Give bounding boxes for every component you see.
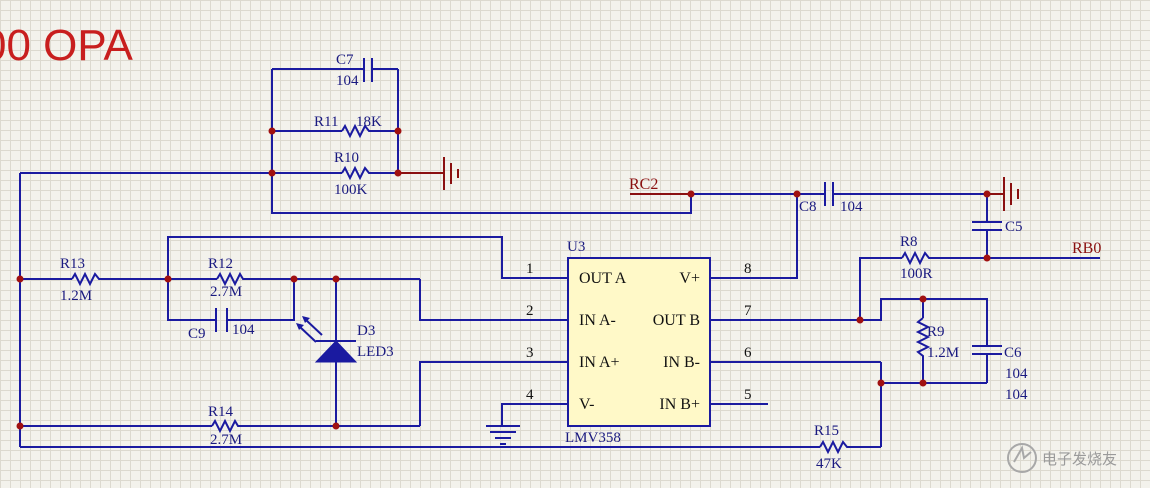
net-label-rb0: RB0 (1072, 240, 1101, 257)
r15-value: 47K (816, 456, 842, 472)
r10-ref: R10 (334, 150, 359, 166)
c9-value: 104 (232, 322, 255, 338)
c8-ref: C8 (799, 199, 817, 215)
resistor-r11[interactable]: R11 18K (314, 114, 382, 139)
capacitor-c6[interactable]: C6 104 104 (972, 345, 1028, 403)
c9-ref: C9 (188, 326, 206, 342)
net-label-rc2: RC2 (629, 176, 658, 193)
r8-ref: R8 (900, 234, 918, 250)
ground-symbol-3 (1003, 177, 1019, 211)
pin-name: OUT B (653, 312, 700, 329)
ground-symbol-2 (486, 425, 520, 445)
resistor-r8[interactable]: R8 100R (900, 234, 933, 282)
pin-name: IN A+ (579, 354, 620, 371)
resistor-r9[interactable]: R9 1.2M (915, 317, 959, 361)
ground-symbol-1 (443, 157, 459, 190)
capacitor-c7[interactable]: C7 104 (336, 52, 373, 89)
r13-ref: R13 (60, 256, 85, 272)
u3-part-number: LMV358 (565, 430, 621, 446)
watermark-text: 电子发烧友 (1042, 451, 1117, 468)
r10-value: 100K (334, 182, 368, 198)
c7-ref: C7 (336, 52, 354, 68)
capacitor-c9[interactable]: C9 104 (188, 308, 255, 342)
capacitor-c5[interactable]: C5 (972, 219, 1023, 235)
pin-number: 3 (526, 345, 534, 361)
r8-value: 100R (900, 266, 933, 282)
r12-value: 2.7M (210, 284, 242, 300)
resistor-r10[interactable]: R10 100K (334, 150, 372, 198)
r11-ref: R11 (314, 114, 338, 130)
d3-ref: D3 (357, 323, 375, 339)
ic-u3[interactable]: U3 LMV358 1 2 3 4 8 7 6 5 OUT A IN A- IN… (526, 239, 768, 446)
c5-ref: C5 (1005, 219, 1023, 235)
watermark: 电子发烧友 (1007, 443, 1117, 473)
u3-designator: U3 (567, 239, 585, 255)
pin-name: IN B+ (659, 396, 700, 413)
d3-value: LED3 (357, 344, 394, 360)
resistor-r13[interactable]: R13 1.2M (60, 256, 102, 304)
pin-number: 4 (526, 387, 534, 403)
wires (19, 68, 1100, 448)
pin-number: 7 (744, 303, 752, 319)
pin-number: 5 (744, 387, 752, 403)
c7-value: 104 (336, 73, 359, 89)
led-d3[interactable]: D3 LED3 (296, 316, 394, 363)
r9-value: 1.2M (927, 345, 959, 361)
c6-value: 104 (1005, 366, 1028, 382)
r12-ref: R12 (208, 256, 233, 272)
resistor-r12[interactable]: R12 2.7M (208, 256, 245, 300)
net-wires (398, 172, 1004, 195)
pin-name: IN B- (663, 354, 700, 371)
pin-name: IN A- (579, 312, 616, 329)
r14-value: 2.7M (210, 432, 242, 448)
r13-value: 1.2M (60, 288, 92, 304)
r11-value: 18K (356, 114, 382, 130)
pin-number: 6 (744, 345, 752, 361)
junctions (16, 127, 991, 430)
c6-ref: C6 (1004, 345, 1022, 361)
pin-name: V- (579, 396, 594, 413)
page-title: 00 OPA (0, 21, 133, 70)
resistor-r15[interactable]: R15 47K (814, 423, 850, 472)
pin-number: 1 (526, 261, 534, 277)
pin-number: 2 (526, 303, 534, 319)
r14-ref: R14 (208, 404, 234, 420)
pin-number: 8 (744, 261, 752, 277)
pin-name: V+ (679, 270, 700, 287)
c8-value: 104 (840, 199, 863, 215)
capacitor-c8[interactable]: C8 104 (799, 182, 863, 215)
r9-ref: R9 (927, 324, 945, 340)
resistor-r14[interactable]: R14 2.7M (208, 404, 242, 448)
c6-value-2: 104 (1005, 387, 1028, 403)
r15-ref: R15 (814, 423, 839, 439)
pin-name: OUT A (579, 270, 627, 287)
